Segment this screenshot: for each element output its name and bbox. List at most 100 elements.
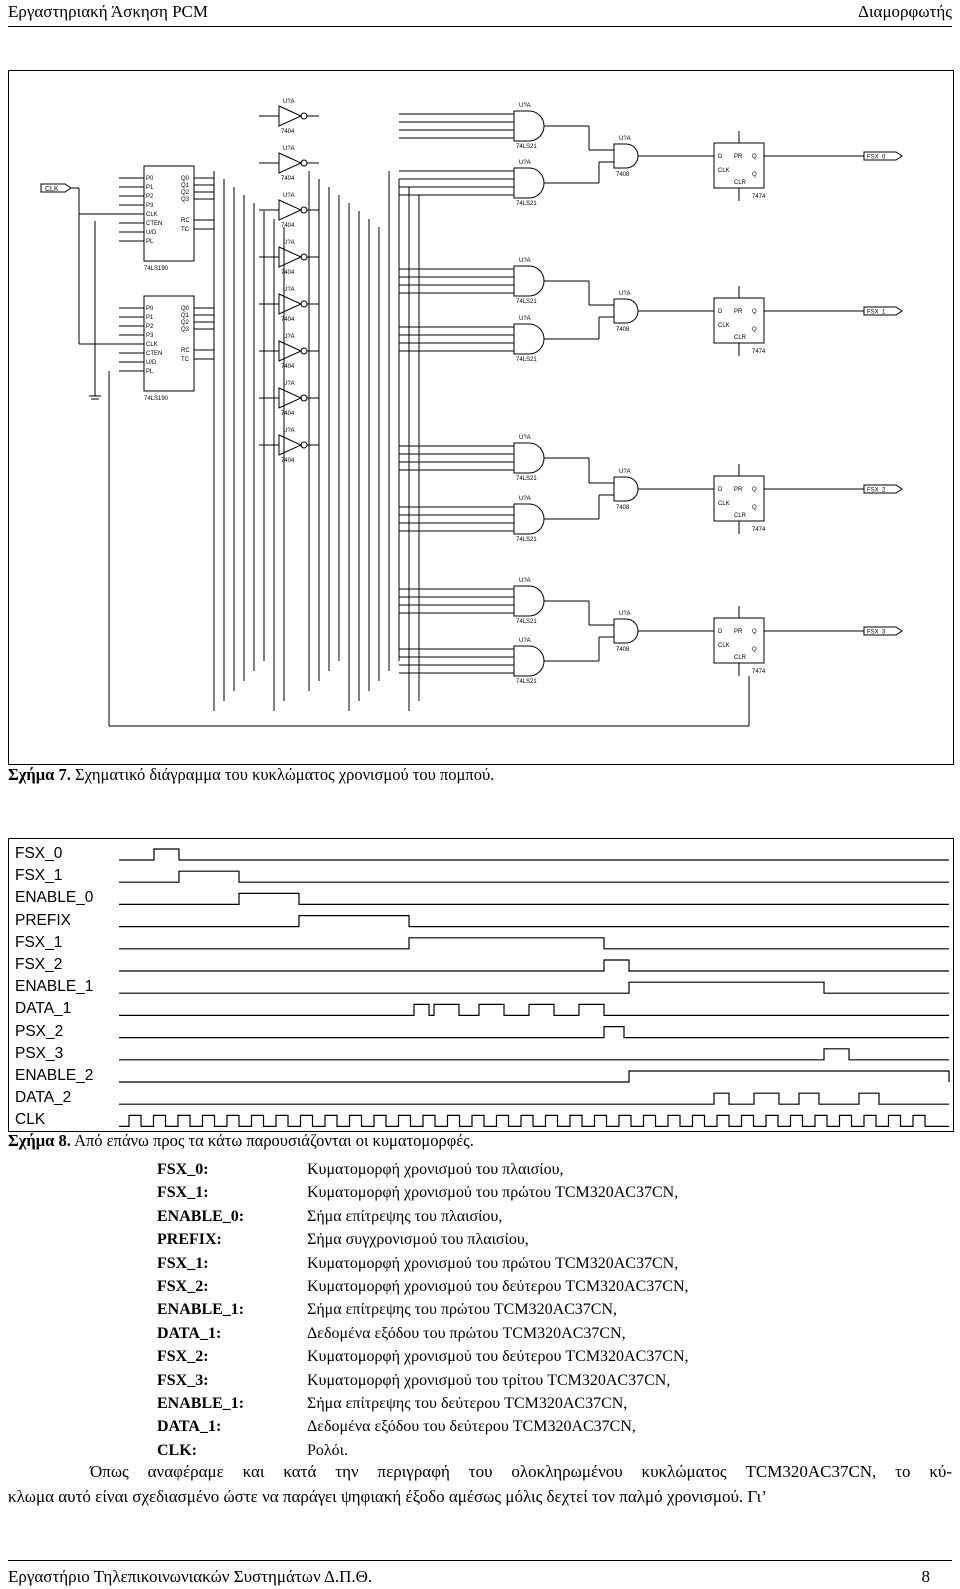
counter-pin-label: Q1 xyxy=(181,313,190,319)
counter-pin-label: TC xyxy=(181,357,190,363)
counter-pin-label: Q1 xyxy=(181,183,190,189)
and4-gate xyxy=(513,167,545,199)
ff-pin-label: Q xyxy=(752,629,757,635)
inverter-label: U?A xyxy=(283,99,295,105)
inverter-part-label: 7404 xyxy=(281,411,295,417)
legend-description: Σήμα επίτρεψης του πλαισίου, xyxy=(307,1207,503,1225)
legend-key: ENABLE_0: xyxy=(157,1207,245,1225)
output-tag-label: FSX_0 xyxy=(867,155,886,161)
figure8-caption-text: Από επάνω προς τα κάτω παρουσιάζονται οι… xyxy=(74,1131,474,1150)
signal-label: PREFIX xyxy=(15,911,71,929)
and4-part-label: 74LS21 xyxy=(516,537,537,543)
legend-description: Κυματομορφή χρονισμού του πλαισίου, xyxy=(307,1161,564,1178)
counter-pin-label: CLK xyxy=(146,342,158,348)
inverter-gate xyxy=(278,246,303,268)
legend-key: ENABLE_1: xyxy=(157,1301,245,1319)
legend-key: FSX_2: xyxy=(157,1348,209,1366)
legend-description: Κυματομορφή χρονισμού του δεύτερου TCM32… xyxy=(307,1348,689,1366)
legend-description: Κυματομορφή χρονισμού του τρίτου TCM320A… xyxy=(307,1371,671,1389)
legend-description: Σήμα επίτρεψης του πρώτου TCM320AC37CN, xyxy=(307,1301,618,1319)
and4-label: U?A xyxy=(519,258,531,264)
waveform-trace xyxy=(119,981,949,994)
body-paragraph: Όπως αναφέραμε και κατά την περιγραφή το… xyxy=(8,1459,952,1509)
inverter-part-label: 7404 xyxy=(281,129,295,135)
legend-key: FSX_1: xyxy=(157,1254,209,1272)
inverter-part-label: 7404 xyxy=(281,176,295,182)
inverter-gate xyxy=(278,152,303,174)
waveform-trace xyxy=(119,915,949,928)
signal-label: PSX_3 xyxy=(15,1044,64,1062)
counter-pin-label: P1 xyxy=(146,315,154,321)
ff-pin-label: D xyxy=(718,487,723,493)
and4-label: U?A xyxy=(519,638,531,644)
ff-pin-label: Q xyxy=(752,327,757,333)
inverter-label: U?A xyxy=(283,287,295,293)
footer-text: Εργαστήριο Τηλεπικοινωνιακών Συστημάτων … xyxy=(8,1567,373,1586)
and4-label: U?A xyxy=(519,496,531,502)
and4-gate xyxy=(513,645,545,677)
inverter-label: U?A xyxy=(283,146,295,152)
figure7-caption: Σχήμα 7. Σχηματικό διάγραμμα του κυκλώμα… xyxy=(8,765,494,785)
output-tag xyxy=(863,306,903,316)
and2-label: U?A xyxy=(619,136,631,142)
legend-key: FSX_0: xyxy=(157,1161,209,1178)
legend-description: Ρολόι. xyxy=(307,1441,348,1459)
signal-label: PSX_2 xyxy=(15,1022,64,1040)
waveform-trace xyxy=(119,892,949,905)
output-tag xyxy=(863,151,903,161)
output-tag-label: FSX_1 xyxy=(867,310,886,316)
legend-description: Κυματομορφή χρονισμού του πρώτου TCM320A… xyxy=(307,1184,679,1202)
inverter-label: U?A xyxy=(283,193,295,199)
and4-part-label: 74LS21 xyxy=(516,476,537,482)
counter-pin-label: CTEN xyxy=(146,221,162,227)
counter-pin-label: Q3 xyxy=(181,327,190,333)
legend-key: CLK: xyxy=(157,1441,197,1459)
page-header: Εργαστηριακή Άσκηση PCM Διαμορφωτής xyxy=(8,0,952,27)
inverter-label: U?A xyxy=(283,334,295,340)
page-number: 8 xyxy=(921,1567,931,1586)
legend-key: DATA_1: xyxy=(157,1418,222,1436)
legend-key: FSX_1: xyxy=(157,1184,209,1202)
output-tag xyxy=(863,626,903,636)
ff-pin-label: PR xyxy=(734,629,743,635)
inverter-part-label: 7404 xyxy=(281,317,295,323)
and4-part-label: 74LS21 xyxy=(516,201,537,207)
ff-pin-label: CLK xyxy=(718,643,730,649)
ff-pin-label: CLK xyxy=(718,501,730,507)
inverter-label: U?A xyxy=(283,240,295,246)
counter-pin-label: P2 xyxy=(146,194,154,200)
signal-label: ENABLE_1 xyxy=(15,978,94,996)
ff-pin-label: D xyxy=(718,154,723,160)
and2-part-label: 7408 xyxy=(616,172,630,178)
signal-label: FSX_1 xyxy=(15,933,63,951)
output-tag-label: FSX_2 xyxy=(867,488,886,494)
output-tag xyxy=(863,484,903,494)
clk-input-label: CLK xyxy=(45,186,59,193)
counter-pin-label: P2 xyxy=(146,324,154,330)
ff-pin-label: CLK xyxy=(718,323,730,329)
ff-pin-label: Q xyxy=(752,487,757,493)
counter-pin-label: Q0 xyxy=(181,306,190,312)
and4-part-label: 74LS21 xyxy=(516,679,537,685)
counter-pin-label: U/D xyxy=(146,230,157,236)
counter-pin-label: P3 xyxy=(146,333,154,339)
counter-pin-label: CTEN xyxy=(146,351,162,357)
counter-part-label: 74LS190 xyxy=(144,266,169,272)
and4-gate xyxy=(513,585,545,617)
counter-pin-label: CLK xyxy=(146,212,158,218)
and4-gate xyxy=(513,323,545,355)
counter-pin-label: P3 xyxy=(146,203,154,209)
counter-pin-label: Q2 xyxy=(181,190,190,196)
and4-part-label: 74LS21 xyxy=(516,299,537,305)
ff-pin-label: CLR xyxy=(734,180,747,186)
ff-pin-label: Q xyxy=(752,172,757,178)
counter-pin-label: RC xyxy=(181,218,190,224)
counter-pin-label: PL xyxy=(146,239,154,245)
paragraph-line-1: Όπως αναφέραμε και κατά την περιγραφή το… xyxy=(90,1462,952,1481)
and4-label: U?A xyxy=(519,160,531,166)
inverter-gate xyxy=(278,387,303,409)
waveform-trace xyxy=(119,1048,949,1061)
waveform-trace xyxy=(119,1070,950,1083)
and4-part-label: 74LS21 xyxy=(516,619,537,625)
